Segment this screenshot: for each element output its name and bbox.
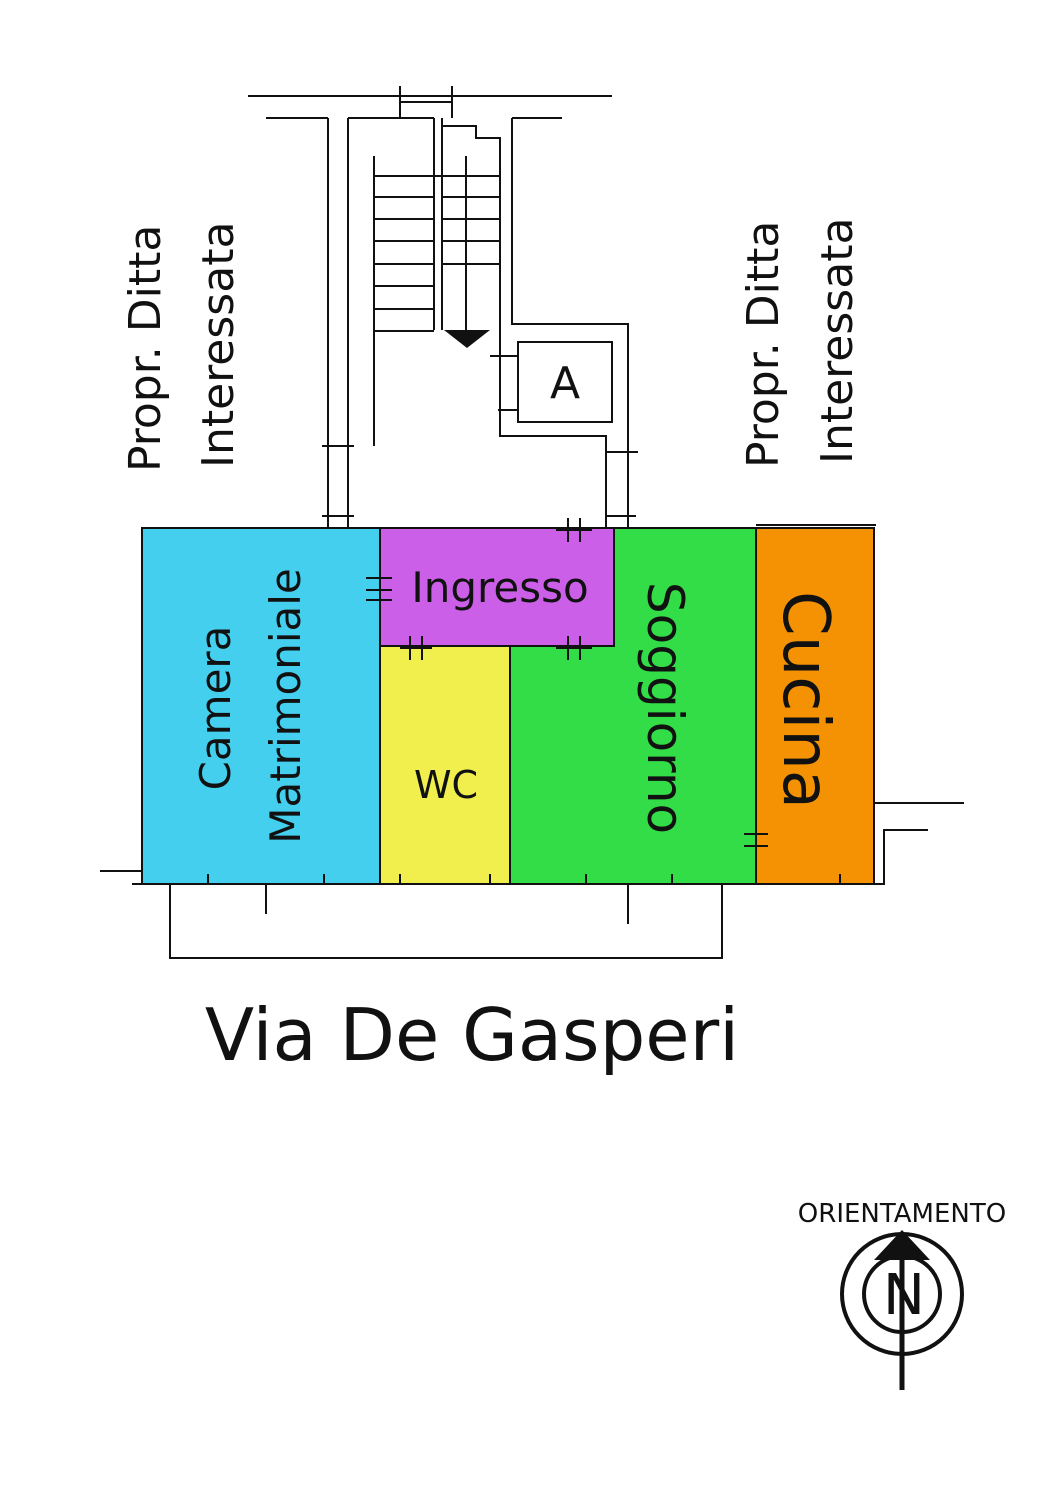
neighbor-right-line2: Interessata xyxy=(812,218,863,464)
neighbor-left-line2: Interessata xyxy=(193,222,244,468)
room-camera xyxy=(141,527,381,885)
room-ingresso-label: Ingresso xyxy=(411,563,588,612)
room-cucina-label: Cucina xyxy=(768,591,842,809)
room-cucina xyxy=(755,527,875,885)
compass-letter: N xyxy=(883,1263,925,1328)
room-camera-label-line1: Camera xyxy=(191,626,240,791)
street-name: Via De Gasperi xyxy=(205,993,739,1077)
neighbor-right-line1: Propr. Ditta xyxy=(738,221,789,468)
room-wc xyxy=(379,645,511,885)
room-wc-label: WC xyxy=(414,763,478,807)
room-soggiorno-label: Soggiorno xyxy=(636,582,694,834)
north-arrow-icon xyxy=(874,1230,930,1260)
stair-box-a xyxy=(517,341,613,423)
room-ingresso xyxy=(379,527,615,647)
stair-arrow xyxy=(444,330,490,348)
door-marks xyxy=(207,518,841,884)
stair-box-label: A xyxy=(550,358,580,409)
compass-title: ORIENTAMENTO xyxy=(798,1199,1006,1229)
room-camera-label-line2: Matrimoniale xyxy=(261,568,310,844)
neighbor-left-line1: Propr. Ditta xyxy=(120,225,171,472)
plan-linework xyxy=(100,86,964,959)
